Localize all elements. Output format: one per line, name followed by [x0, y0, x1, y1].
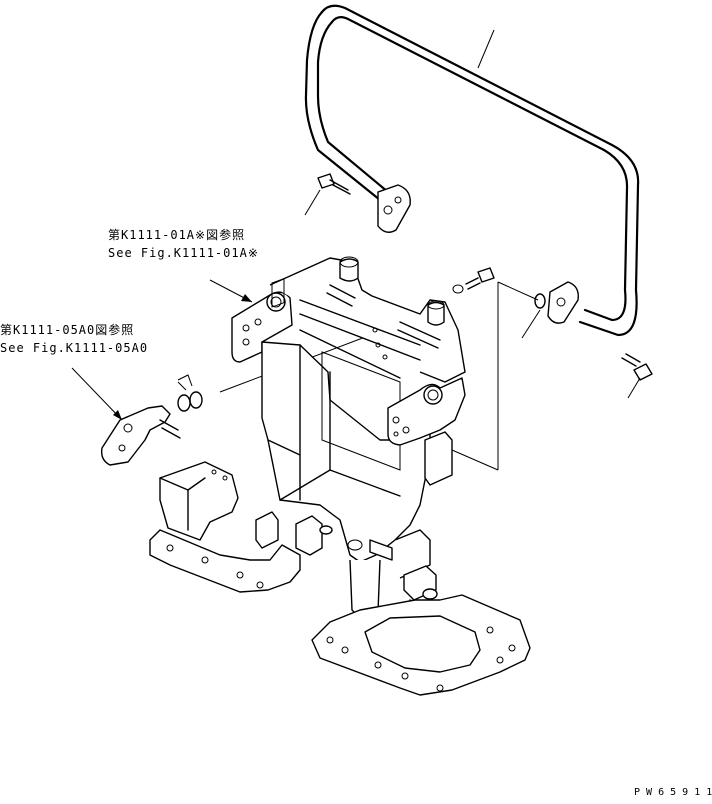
handrail-bar: [304, 4, 640, 337]
reference-1-english: See Fig.K1111-01A※: [108, 246, 259, 260]
main-frame: [231, 256, 466, 619]
base-plate-right: [311, 594, 531, 696]
bolt-right: [621, 353, 653, 399]
reference-2-arrowhead: [113, 410, 122, 420]
base-plate-left: [149, 461, 333, 593]
reference-1-arrowhead: [241, 294, 252, 302]
washer-bolt-upper: [452, 267, 495, 294]
reference-2-japanese: 第K1111-05A0図参照: [0, 323, 135, 337]
drawing-code: P W 6 5 9 1 1: [634, 787, 712, 798]
reference-2-leader: [71, 367, 123, 421]
link-bracket-part: [100, 374, 203, 466]
rail-leader-line: [477, 29, 495, 69]
bolt-upper-left: [304, 173, 351, 216]
reference-1-japanese: 第K1111-01A※図参照: [108, 228, 246, 242]
washer-right: [521, 293, 546, 339]
reference-2-english: See Fig.K1111-05A0: [0, 341, 149, 355]
